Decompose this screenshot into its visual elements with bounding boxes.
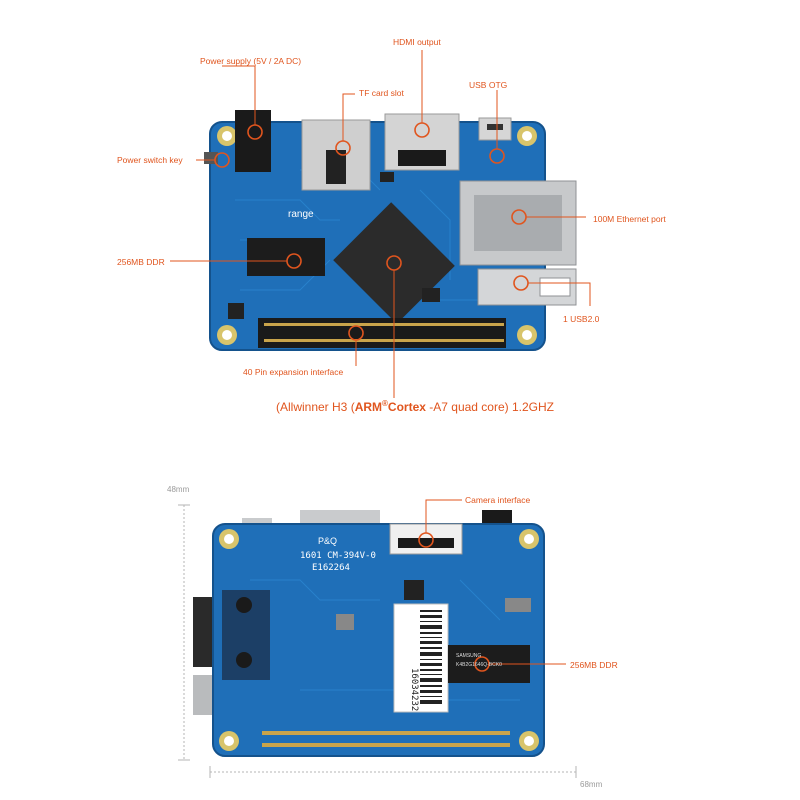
bottom-board [178,499,577,778]
power-jack [235,110,271,172]
vendor-marking: P&Q [318,536,337,546]
soc-text-arm: ARM [354,400,383,414]
gpio-label: 40 Pin expansion interface [243,367,344,377]
bottom-pcb [212,523,545,757]
ethernet-label: 100M Ethernet port [593,214,666,224]
camera-label: Camera interface [465,495,531,505]
brand-marking: range [288,209,314,220]
board-markings: range P&Q 1601 CM-394V-0 E162264 1603423… [288,209,502,711]
bottom-code-2: E162264 [312,563,350,573]
bottom-ddr-label: 256MB DDR [570,660,618,670]
gpio-pins [264,323,504,342]
power-supply-label: Power supply (5V / 2A DC) [200,56,302,66]
top-ddr-chip [247,238,325,276]
ddr-label: 256MB DDR [117,257,165,267]
usb-otg-label: USB OTG [469,80,508,90]
ddr-chip-model: K4B2G1646Q-BCK0 [456,662,502,668]
bottom-code-1: 1601 CM-394V-0 [300,551,376,561]
bottom-leader-lines [425,499,566,665]
gpio-header [258,318,506,348]
top-board [170,50,591,398]
top-edge-hdmi [300,510,380,526]
hdmi-label: HDMI output [393,37,441,47]
top-leader-lines [170,50,591,398]
barcode [420,610,442,704]
dimension-lines [183,505,576,773]
bottom-mount-holes [219,529,539,751]
bottom-pins [262,731,510,747]
soc-text-open: (Allwinner H3 ( [276,400,355,414]
soc-text-reg: ® [382,399,388,408]
side-usb [193,675,215,715]
soc-text-close: -A7 quad core) 1.2GHZ [425,400,554,414]
usb2-label: 1 USB2.0 [563,314,600,324]
tf-card-label: TF card slot [359,88,404,98]
ddr-chip-brand: SAMSUNG [456,653,481,659]
width-dimension-label: 68mm [580,780,603,789]
power-switch-label: Power switch key [117,155,183,165]
top-mount-holes [217,126,537,345]
soc-text-cortex: Cortex [387,400,426,414]
soc-description: (Allwinner H3 (ARM®Cortex -A7 quad core)… [276,399,554,414]
height-dimension-label: 48mm [167,485,190,494]
serial-number: 16034232 [409,668,419,711]
serial-sticker [393,603,449,713]
